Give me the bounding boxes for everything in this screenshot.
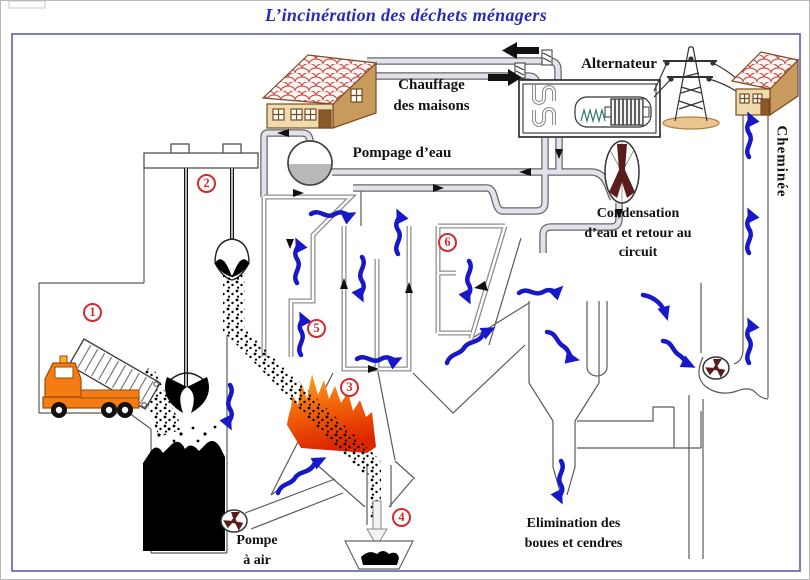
gas-flow-arrows bbox=[219, 111, 760, 505]
dump-truck-icon bbox=[42, 338, 162, 418]
draft-fan-icon bbox=[702, 356, 730, 380]
step-2-badge: 2 bbox=[197, 174, 216, 193]
page-title: L’incinération des déchets ménagers bbox=[265, 5, 547, 25]
ash-pile bbox=[361, 551, 399, 565]
waste-pit bbox=[143, 441, 225, 551]
label-pompage: Pompage d’eau bbox=[352, 145, 452, 161]
turbine-coil-icon bbox=[580, 107, 606, 124]
closed-grab-crane-icon bbox=[214, 238, 250, 281]
step-3-badge: 3 bbox=[340, 378, 359, 397]
label-condensation: Condensation d’eau et retour au circuit bbox=[563, 204, 713, 263]
step-5-badge: 5 bbox=[307, 319, 326, 338]
house-icon bbox=[261, 54, 378, 129]
ash-discharge bbox=[344, 500, 414, 570]
water-flow-arrows bbox=[277, 42, 623, 373]
label-cheminee: Cheminée bbox=[773, 125, 790, 198]
alternator-box bbox=[518, 79, 661, 138]
label-condensation-line2: d’eau et retour au bbox=[584, 225, 692, 241]
label-chauffage-line1: Chauffage bbox=[398, 77, 465, 93]
label-elimination: Elimination des boues et cendres bbox=[501, 514, 646, 553]
label-elimination-line1: Elimination des bbox=[526, 516, 621, 531]
overhead-crane bbox=[143, 143, 259, 413]
label-condensation-line1: Condensation bbox=[596, 206, 680, 221]
label-pompe-air-line2: à air bbox=[243, 552, 271, 568]
label-elimination-line2: boues et cendres bbox=[524, 535, 623, 551]
condensation-fan-icon bbox=[604, 140, 640, 204]
down-arrow-icon bbox=[366, 528, 388, 547]
house-icon bbox=[730, 51, 800, 117]
power-lines bbox=[653, 62, 737, 98]
label-pompe-air: Pompe à air bbox=[219, 531, 295, 570]
boiler-tube-walls bbox=[261, 194, 508, 372]
step-1-badge: 1 bbox=[83, 303, 102, 322]
label-pompe-air-line1: Pompe bbox=[236, 533, 278, 548]
label-alternateur: Alternateur bbox=[581, 56, 657, 72]
water-tank-icon bbox=[287, 140, 333, 186]
step-4-badge: 4 bbox=[392, 508, 411, 527]
step-6-badge: 6 bbox=[438, 233, 457, 252]
scan-corner-artifact bbox=[8, 1, 46, 9]
generator-drum-icon bbox=[610, 98, 644, 126]
label-condensation-line3: circuit bbox=[618, 245, 658, 261]
open-grab-crane-icon bbox=[165, 372, 209, 413]
air-pump-fan-icon bbox=[220, 478, 344, 533]
power-pylon-icon bbox=[653, 46, 737, 130]
label-chauffage-line2: des maisons bbox=[393, 98, 470, 114]
label-chauffage: Chauffage des maisons bbox=[379, 75, 484, 117]
